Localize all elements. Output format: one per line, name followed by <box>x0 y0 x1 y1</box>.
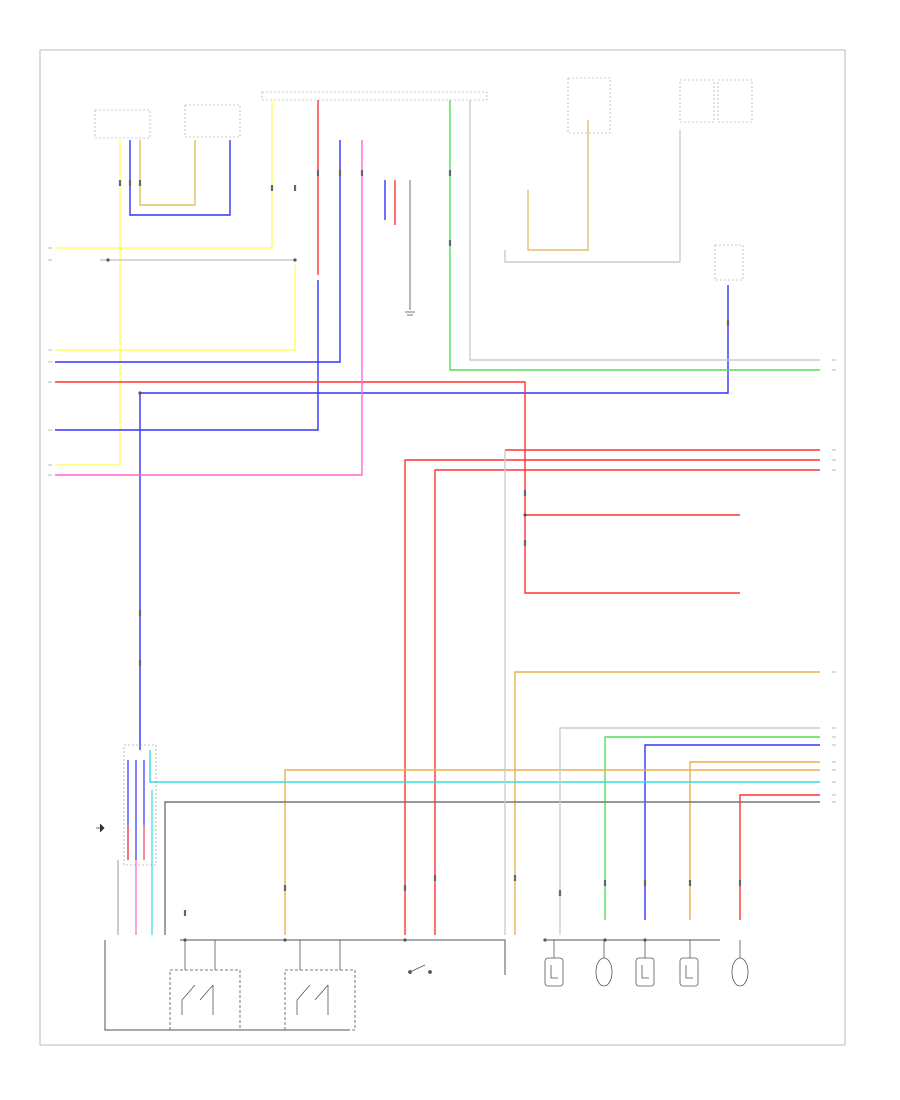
wire-blue-5 <box>644 744 820 920</box>
wire-red-8 <box>739 794 820 920</box>
right-terminals <box>832 359 836 803</box>
wire-yellow-2 <box>55 265 296 351</box>
solenoid-3 <box>635 957 655 987</box>
wire-yellow-1 <box>55 100 273 249</box>
switch-symbol <box>408 964 432 974</box>
solenoid-2 <box>595 957 613 987</box>
wire-red-2 <box>55 381 526 515</box>
wire-red-5 <box>404 459 820 935</box>
wire-yellow-tan <box>139 140 196 206</box>
ground-symbol <box>405 311 415 316</box>
wire-orange-3 <box>689 761 820 920</box>
wire-gray-1 <box>164 801 820 935</box>
solenoids <box>544 940 749 987</box>
component-box-mid-right <box>714 244 744 281</box>
ground-link <box>440 939 506 975</box>
relay-1 <box>169 969 241 1031</box>
wire-yellow-3 <box>55 140 121 466</box>
component-box-right-2 <box>679 79 715 123</box>
multi-pin-connector <box>117 744 157 935</box>
wire-blue-1 <box>129 140 231 216</box>
wire-gray-2 <box>504 130 681 263</box>
wire-orange-1 <box>514 671 820 935</box>
left-terminals <box>48 247 52 476</box>
wire-red-4 <box>524 515 740 594</box>
wire-blue-main <box>139 285 729 750</box>
wire-gray-3 <box>469 100 820 361</box>
splice-points <box>106 258 647 942</box>
wire-green-2 <box>604 736 820 920</box>
ground-bus-bottom <box>104 940 350 1031</box>
diagram-border <box>39 49 846 1046</box>
relays <box>169 940 356 1031</box>
solenoid-4 <box>679 957 699 987</box>
solenoid-5 <box>731 957 749 987</box>
wires <box>55 100 820 1031</box>
wire-green-1 <box>449 100 820 371</box>
wire-pink-1 <box>55 140 363 476</box>
relay-2 <box>284 969 356 1031</box>
component-box-control-unit <box>261 91 488 101</box>
wire-gray-4 <box>559 727 820 935</box>
wire-red-6 <box>434 469 820 935</box>
component-box-left <box>94 109 151 139</box>
connector-marks <box>118 170 742 916</box>
wire-tan-top <box>527 120 589 251</box>
solenoid-1 <box>544 957 564 987</box>
wire-cyan-1 <box>149 750 820 783</box>
wire-blue-2 <box>55 140 341 363</box>
component-box-sensor <box>184 104 241 138</box>
wire-blue-3 <box>55 280 319 431</box>
wire-orange-2 <box>284 769 820 935</box>
connector-arrow <box>96 823 105 833</box>
top-components <box>94 77 753 281</box>
component-box-right-1 <box>567 77 611 134</box>
component-box-right-3 <box>717 79 753 123</box>
